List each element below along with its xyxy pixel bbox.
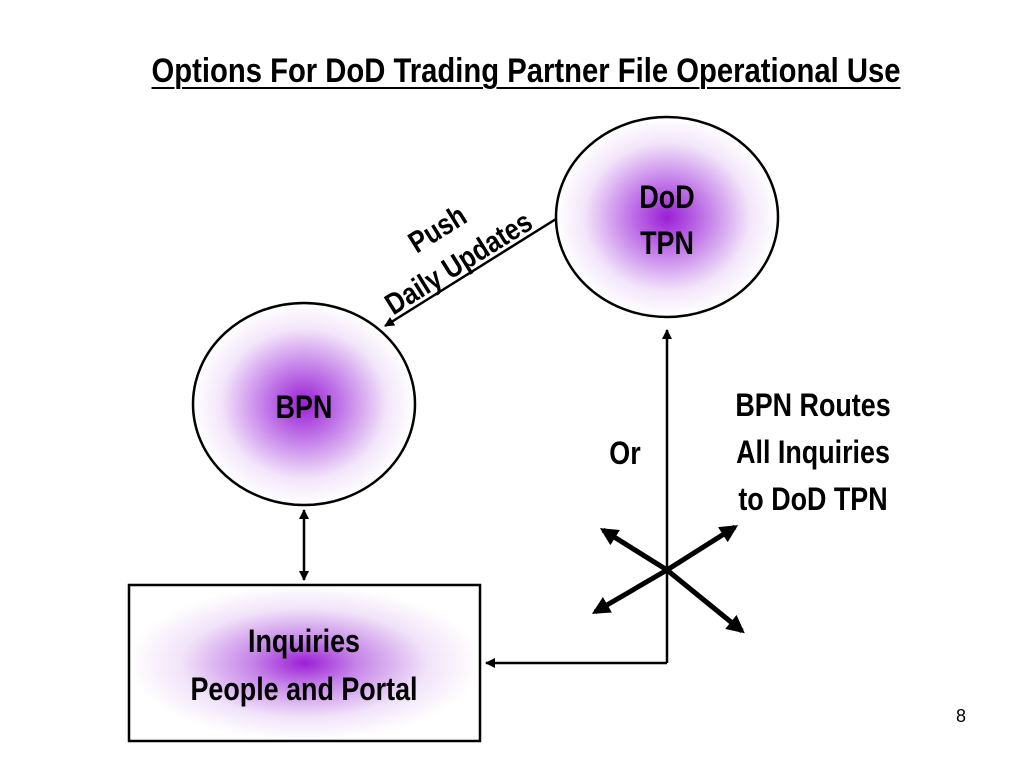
page-number: 8 (955, 706, 966, 726)
bpn-label: BPN (276, 390, 333, 426)
inquiries-label-line2: People and Portal (190, 672, 417, 708)
slide-title: Options For DoD Trading Partner File Ope… (151, 52, 901, 90)
dod-tpn-node: DoD TPN (554, 115, 780, 319)
bpn-routes-label: BPN Routes All Inquiries to DoD TPN (735, 388, 890, 518)
inquiries-node: Inquiries People and Portal (127, 583, 482, 743)
x-cross-arrows (591, 524, 745, 634)
dod-tpn-label-line2: TPN (640, 226, 694, 262)
bpn-node: BPN (191, 301, 417, 507)
or-label: Or (609, 436, 641, 472)
bpn-routes-line2: All Inquiries (736, 435, 890, 471)
push-label: Push Daily Updates (379, 198, 538, 321)
inquiries-label-line1: Inquiries (248, 624, 360, 660)
push-arrow (384, 217, 557, 328)
dod-tpn-label-line1: DoD (639, 180, 694, 216)
bpn-routes-line1: BPN Routes (735, 388, 890, 424)
bpn-routes-line3: to DoD TPN (738, 482, 887, 518)
